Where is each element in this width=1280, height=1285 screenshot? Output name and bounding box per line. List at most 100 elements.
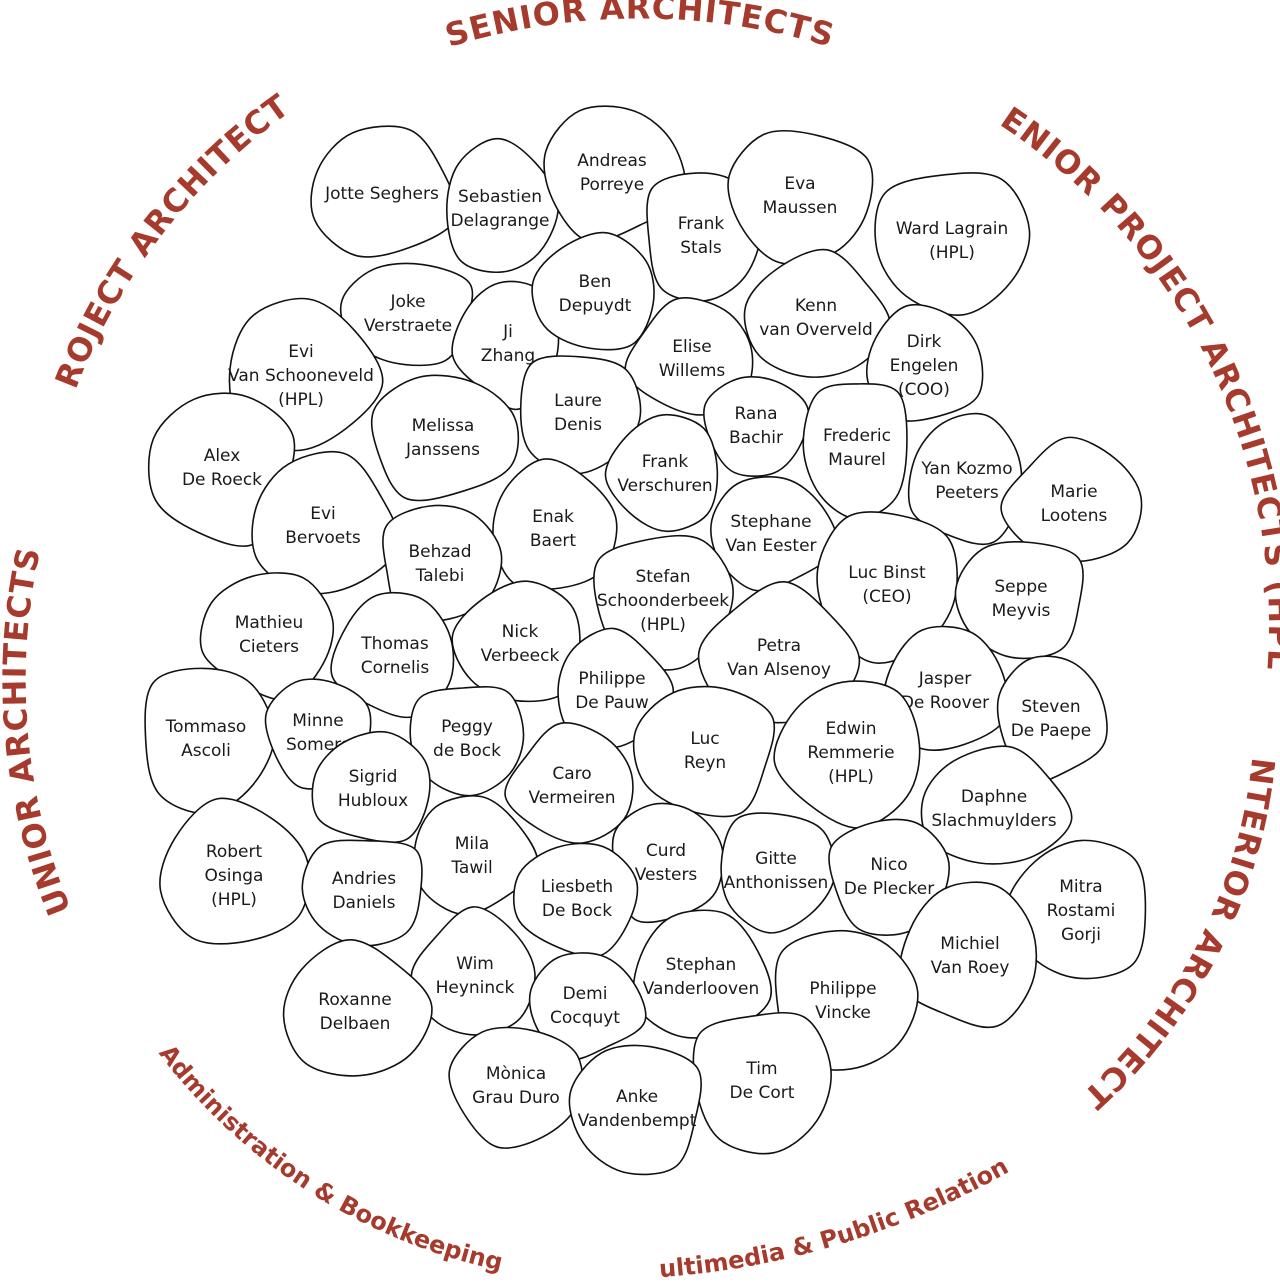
person-name-line: Frank: [642, 452, 689, 472]
person-name-line: Mila: [455, 834, 490, 854]
person-name-line: Denis: [554, 415, 602, 435]
person-name-line: Caro: [552, 764, 591, 784]
person-name-line: Andreas: [577, 151, 647, 171]
person-bubble: [339, 262, 474, 367]
person-name-line: de Bock: [433, 741, 501, 761]
person-name-line: Rana: [734, 404, 777, 424]
person-name-line: Eva: [784, 174, 815, 194]
person-bubble: [370, 374, 520, 502]
person-cell-peggy-de-bock: Peggy de Bock: [409, 685, 525, 797]
person-name-line: Engelen: [890, 356, 959, 376]
person-bubble: [282, 938, 433, 1077]
person-name-line: Minne: [292, 711, 343, 731]
person-bubble: [898, 881, 1038, 1029]
person-name-line: Maussen: [763, 198, 838, 218]
person-name-line: (HPL): [828, 767, 874, 787]
person-name-line: Frederic: [823, 426, 891, 446]
person-name-line: Robert: [206, 842, 263, 862]
person-name-line: Mitra: [1059, 877, 1102, 897]
person-name-line: Edwin: [826, 719, 877, 739]
person-name-line: Michiel: [940, 934, 999, 954]
person-name-line: Anke: [616, 1087, 658, 1107]
person-name-line: Verstraete: [364, 316, 452, 336]
person-name-line: Vandenbempt: [578, 1111, 697, 1131]
person-name-line: Philippe: [809, 979, 876, 999]
person-bubble: [513, 842, 639, 958]
person-name-line: Mathieu: [235, 613, 303, 633]
person-bubble: [703, 376, 810, 477]
person-name-line: Maurel: [828, 450, 886, 470]
person-name-line: Petra: [757, 636, 801, 656]
category-label-junior-architects: JUNIOR ARCHITECTS: [0, 0, 78, 921]
person-name-line: Jasper: [918, 669, 972, 689]
person-name-line: Schoonderbeek: [597, 591, 729, 611]
person-name-line: Reyn: [684, 753, 726, 773]
person-name-line: Van Alsenoy: [727, 660, 831, 680]
person-name-line: Tawil: [450, 858, 492, 878]
person-bubble: [531, 231, 655, 351]
person-name-line: Stefan: [635, 567, 690, 587]
person-name-line: Lootens: [1041, 506, 1108, 526]
person-name-line: Cocquyt: [550, 1008, 620, 1028]
person-name-line: Verbeeck: [481, 646, 560, 666]
person-bubble: [996, 655, 1108, 784]
person-bubble: [310, 125, 458, 258]
person-name-line: Bachir: [729, 428, 783, 448]
person-name-line: Marie: [1050, 482, 1097, 502]
person-bubble: [874, 172, 1031, 316]
person-name-line: Jotte Seghers: [324, 184, 439, 204]
person-name-line: Peggy: [441, 717, 493, 737]
person-name-line: Slachmuylders: [931, 811, 1056, 831]
person-bubble: [604, 413, 719, 533]
person-name-line: (HPL): [211, 890, 257, 910]
person-name-line: Gitte: [755, 849, 797, 869]
person-name-line: Evi: [310, 504, 336, 524]
person-bubble: [528, 952, 647, 1061]
person-name-line: Zhang: [481, 346, 535, 366]
person-cell-ward-lagrain: Ward Lagrain(HPL): [874, 172, 1031, 316]
person-name-line: Yan Kozmo: [920, 459, 1012, 479]
person-name-line: Vermeiren: [528, 788, 615, 808]
person-name-line: Osinga: [205, 866, 264, 886]
person-name-line: Sebastien: [458, 187, 542, 207]
person-cell-luc-binst: Luc Binst(CEO): [816, 511, 958, 664]
person-name-line: Luc Binst: [848, 563, 926, 583]
person-name-line: Daphne: [961, 787, 1027, 807]
person-name-line: De Roover: [901, 693, 989, 713]
person-name-line: Roxanne: [318, 990, 391, 1010]
person-name-line: Sigrid: [349, 767, 398, 787]
person-name-line: Frank: [678, 214, 725, 234]
person-name-line: Vanderlooven: [643, 979, 760, 999]
person-bubble: [251, 450, 400, 595]
person-name-line: van Overveld: [759, 320, 873, 340]
person-name-line: Anthonissen: [724, 873, 829, 893]
person-cell-jotte-seghers: Jotte Seghers: [310, 125, 458, 258]
person-name-line: (HPL): [640, 615, 686, 635]
person-bubble: [954, 541, 1084, 660]
person-name-line: Thomas: [360, 634, 429, 654]
person-bubble: [301, 839, 423, 947]
person-bubble: [504, 722, 634, 844]
person-name-line: Willems: [659, 361, 726, 381]
